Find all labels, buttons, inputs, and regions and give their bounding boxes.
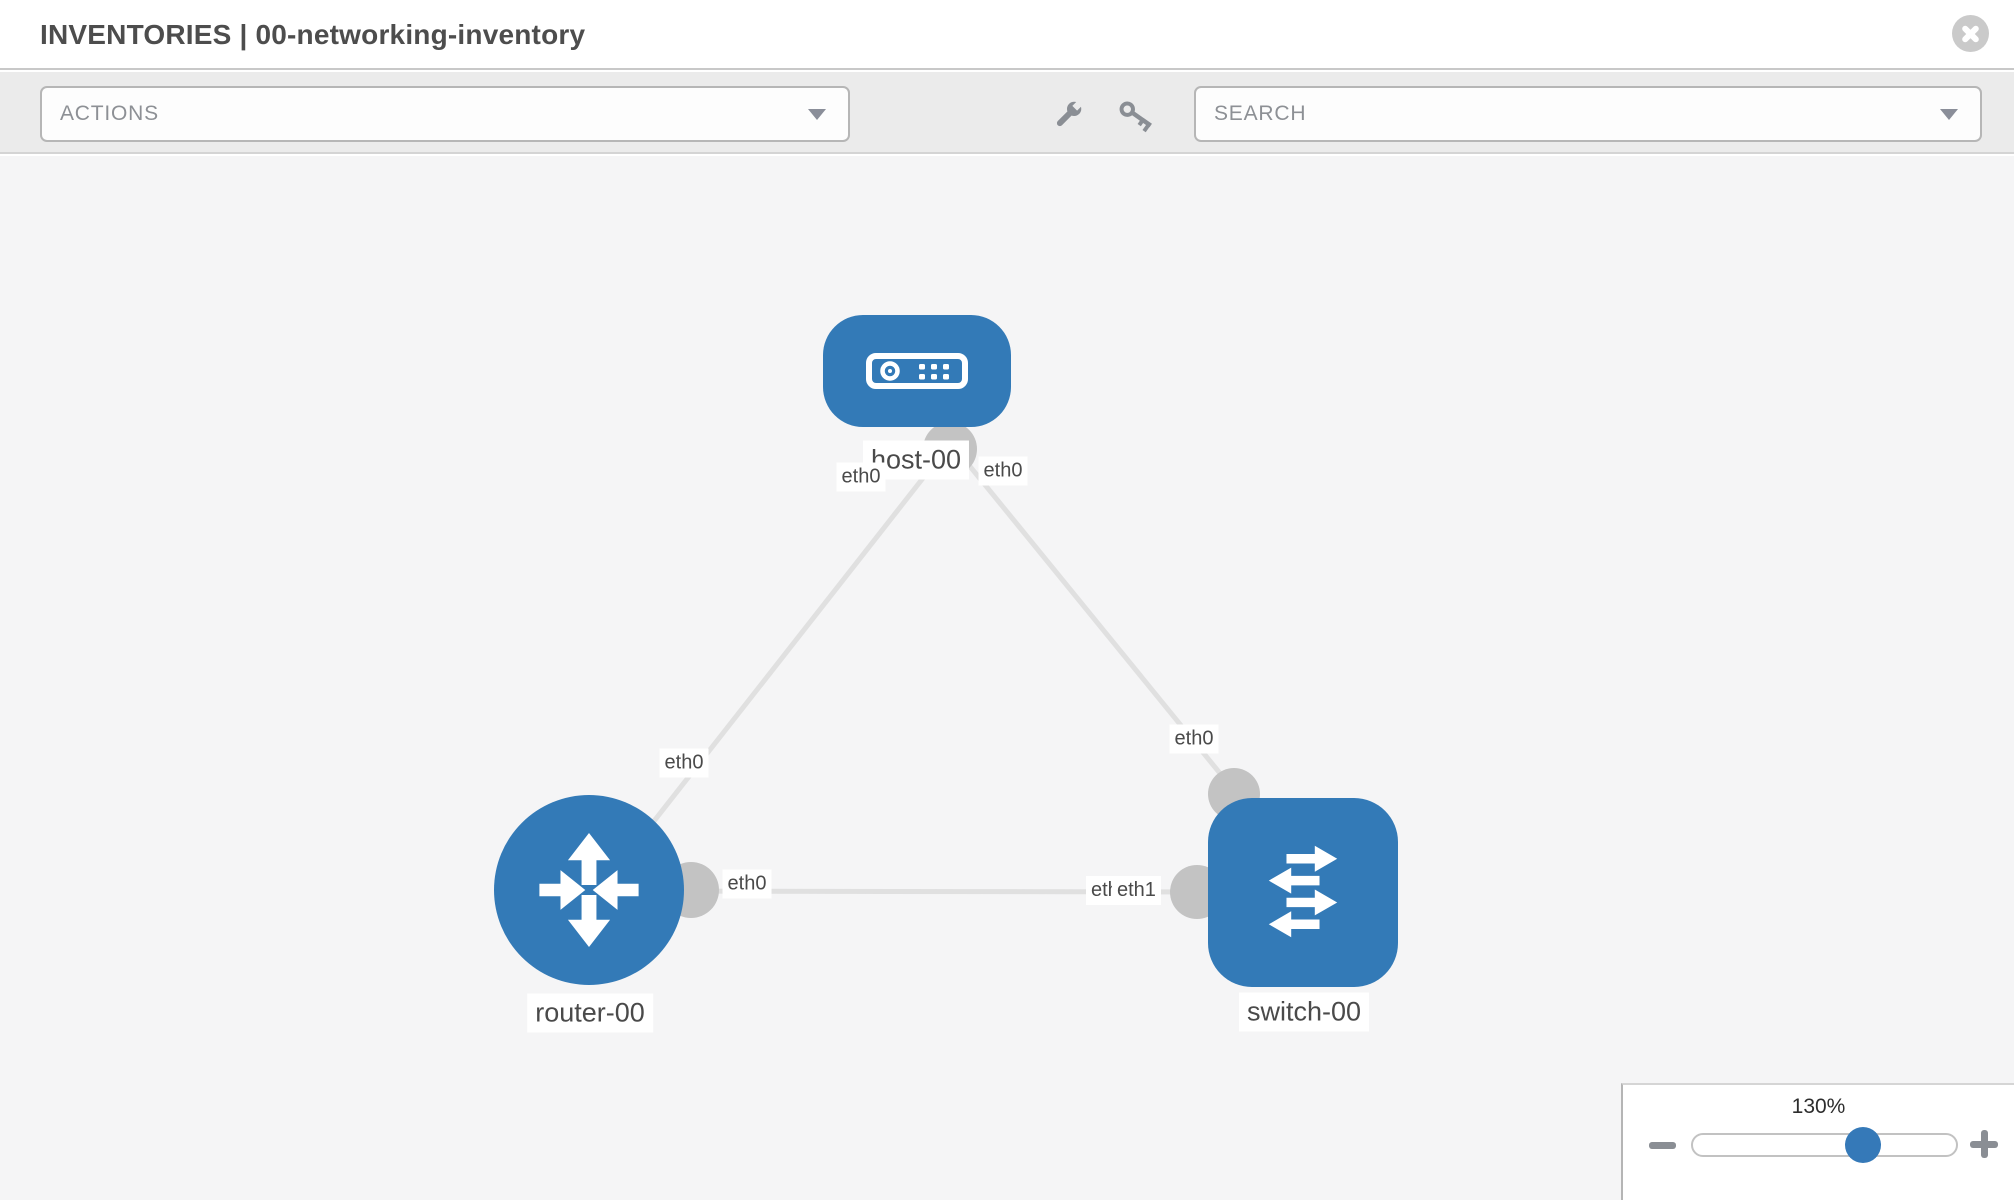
page-title: INVENTORIES | 00-networking-inventory — [40, 19, 586, 50]
zoom-slider[interactable] — [1691, 1133, 1958, 1157]
plus-icon — [1980, 1130, 1988, 1158]
minus-icon — [1649, 1142, 1676, 1149]
interface-label: eth0 — [722, 869, 772, 899]
switch-icon — [1268, 845, 1338, 937]
interface-label: eth0 — [836, 462, 886, 492]
interface-label: eth1 — [1112, 876, 1161, 905]
router-icon — [539, 832, 639, 948]
interface-label: eth0 — [659, 748, 709, 778]
zoom-control: 130% — [1621, 1083, 2014, 1200]
node-label-router: router-00 — [527, 993, 653, 1033]
search-dropdown[interactable]: SEARCH — [1194, 86, 1982, 142]
host-icon — [866, 353, 968, 389]
chevron-down-icon — [1940, 108, 1958, 120]
zoom-level-label: 130% — [1791, 1095, 1846, 1118]
node-switch-00[interactable] — [1208, 798, 1398, 987]
search-dropdown-label: SEARCH — [1214, 102, 1307, 125]
tools-button[interactable] — [1045, 94, 1089, 138]
wrench-icon — [1056, 98, 1085, 127]
zoom-out-button[interactable] — [1649, 1137, 1677, 1153]
key-button[interactable] — [1115, 94, 1159, 138]
node-host-00[interactable] — [823, 315, 1011, 427]
toolbar: ACTIONS SEARC — [0, 72, 2014, 154]
interface-label: eth0 — [1169, 724, 1219, 754]
topology-canvas[interactable]: host-00 router-00 switch-00 eth0 eth0 et… — [0, 156, 2014, 1200]
node-label-host: host-00 — [862, 440, 970, 480]
zoom-slider-thumb[interactable] — [1845, 1127, 1881, 1163]
node-router-00[interactable] — [494, 795, 684, 985]
interface-label: eth0 — [978, 456, 1028, 486]
close-button[interactable] — [1952, 15, 1989, 52]
node-label-switch: switch-00 — [1238, 992, 1370, 1032]
header: INVENTORIES | 00-networking-inventory — [0, 0, 2014, 70]
actions-dropdown-label: ACTIONS — [60, 102, 159, 125]
link-host-router[interactable] — [598, 448, 947, 892]
topology-links — [598, 422, 1260, 919]
key-icon — [1119, 101, 1152, 133]
zoom-in-button[interactable] — [1969, 1129, 1999, 1159]
chevron-down-icon — [808, 108, 826, 120]
actions-dropdown[interactable]: ACTIONS — [40, 86, 850, 142]
